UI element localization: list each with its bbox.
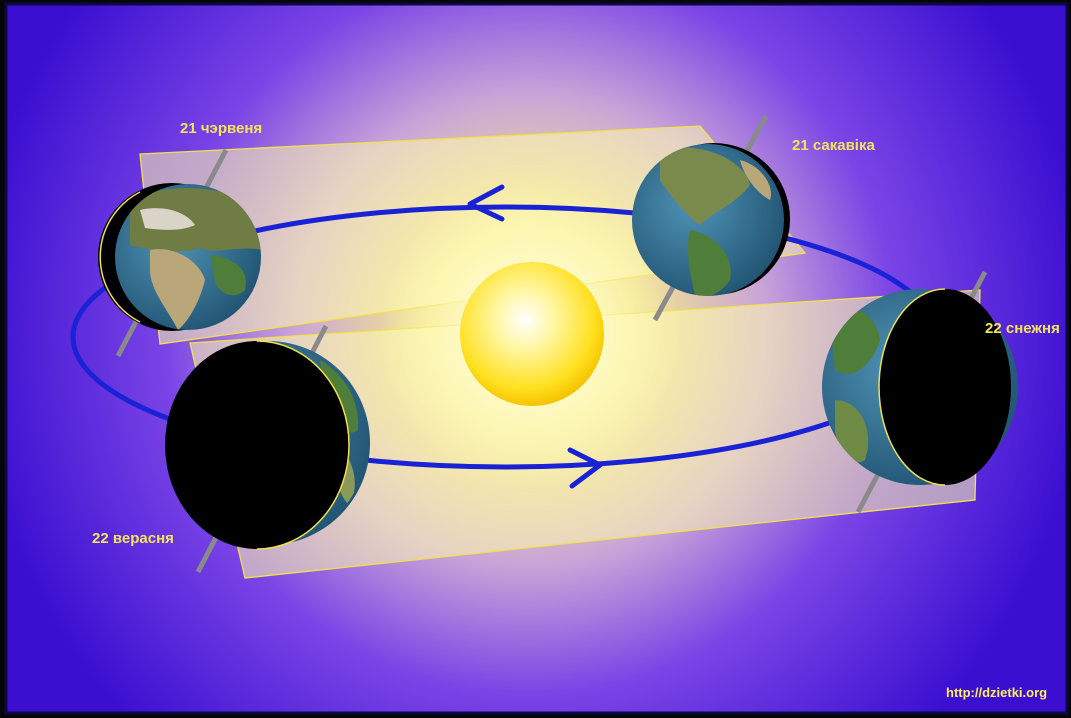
earth-december bbox=[822, 270, 1018, 514]
earth-land-june bbox=[130, 188, 261, 330]
source-credit: http://dzietki.org bbox=[946, 685, 1047, 700]
label-september-22: 22 верасня bbox=[92, 530, 174, 547]
terminator-december bbox=[878, 288, 946, 486]
label-march-21: 21 сакавіка bbox=[792, 137, 875, 154]
earth-night-side-december bbox=[879, 289, 1011, 485]
label-june-21: 21 чэрвеня bbox=[180, 120, 262, 137]
sun-icon bbox=[460, 262, 604, 406]
orbit-arrow-top bbox=[467, 184, 505, 222]
earth-march bbox=[632, 114, 790, 322]
earth-night-side-september bbox=[165, 341, 349, 549]
terminator-september bbox=[256, 340, 350, 550]
earth-june bbox=[98, 148, 261, 358]
earth-september bbox=[165, 324, 370, 574]
terminator-june bbox=[99, 191, 141, 323]
label-december-22: 22 снежня bbox=[985, 320, 1060, 337]
earth-land-march bbox=[660, 147, 771, 296]
orbit-arrow-bottom bbox=[567, 447, 603, 489]
